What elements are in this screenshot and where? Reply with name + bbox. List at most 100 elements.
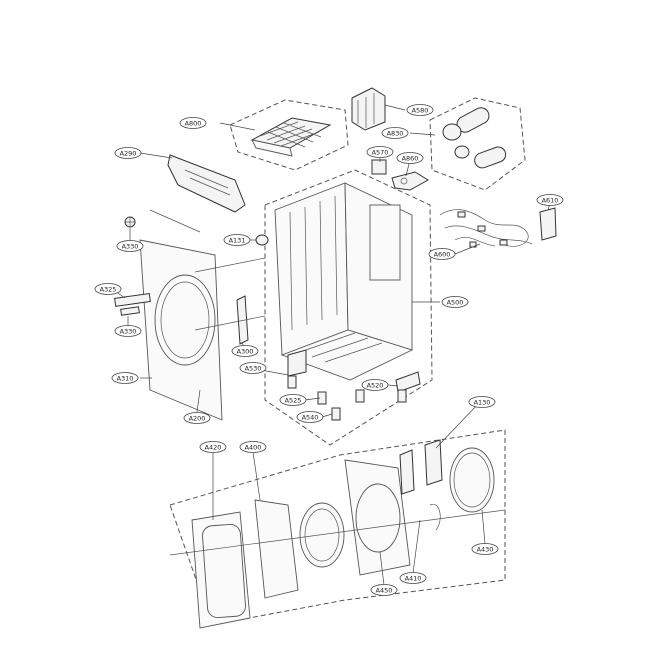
top-tray-box (229, 99, 349, 171)
callout-a860: A860 (396, 152, 424, 164)
callout-a500-label: A500 (447, 298, 464, 306)
callout-a290: A290 (114, 147, 142, 159)
callout-a131: A131 (223, 234, 251, 246)
cabinet-box (264, 169, 433, 446)
front-frame-opening (154, 274, 216, 366)
connector-a570-part (371, 159, 387, 175)
callout-a130: A130 (468, 396, 496, 408)
callout-a540: A540 (296, 411, 324, 423)
callout-a600-label: A600 (434, 250, 451, 258)
callout-a540-label: A540 (302, 413, 319, 421)
callout-a520-label: A520 (367, 381, 384, 389)
cabinet-ribs (289, 195, 338, 331)
callout-a131-label: A131 (229, 236, 246, 244)
cabinet-base-detail (299, 332, 383, 363)
leg-a5xx-part (355, 389, 365, 403)
callout-a800: A800 (179, 117, 207, 129)
callout-a530: A530 (239, 362, 267, 374)
callout-a325: A325 (94, 283, 122, 295)
callout-a200: A200 (183, 412, 211, 424)
hose-lower-part (474, 146, 507, 169)
door-ring-a430-inner (453, 452, 491, 508)
callout-a580-label: A580 (412, 106, 429, 114)
hose-clamp-part (454, 145, 470, 159)
callout-a450-label: A450 (376, 586, 393, 594)
cabinet-window (369, 204, 401, 281)
callout-a330-left-label: A330 (120, 327, 137, 335)
callout-a860-label: A860 (402, 154, 419, 162)
door-axis-line (169, 509, 506, 556)
wire-harness-part (439, 207, 557, 248)
rear-bracket-a290-part (149, 154, 246, 233)
front-frame-ring (160, 281, 210, 359)
callout-a800-label: A800 (185, 119, 202, 127)
callout-a420-label: A420 (205, 443, 222, 451)
sensor-a131-part (255, 234, 269, 246)
door-ring-a430 (449, 447, 495, 513)
callout-a410: A410 (399, 572, 427, 584)
top-tray-group (229, 99, 349, 171)
callout-a570: A570 (366, 146, 394, 158)
leg-a530-part (287, 375, 297, 389)
cabinet-group (264, 169, 433, 446)
callout-a525-label: A525 (285, 396, 302, 404)
lint-tray-grid (259, 121, 322, 148)
door-gasket-inner (304, 508, 340, 562)
callout-a330-top: A330 (116, 240, 144, 252)
callout-a420: A420 (199, 441, 227, 453)
hose-fitting-part (442, 123, 462, 141)
callout-a400-label: A400 (245, 443, 262, 451)
front-frame-group (139, 239, 266, 421)
hinge-a410-part (399, 449, 415, 495)
callout-a450: A450 (370, 584, 398, 596)
callout-a525: A525 (279, 394, 307, 406)
pump-a530-part (287, 349, 307, 377)
door-group-box (169, 429, 506, 626)
door-group (169, 429, 506, 629)
callout-a430: A430 (471, 543, 499, 555)
callout-a830: A830 (381, 127, 409, 139)
callout-a610: A610 (536, 194, 564, 206)
callout-a290-label: A290 (120, 149, 137, 157)
bracket-a520-part (395, 371, 421, 393)
handle-a410-part (429, 503, 441, 531)
leg-a540-part (331, 407, 341, 421)
door-glass-a400 (254, 499, 299, 599)
callout-a530-label: A530 (245, 364, 262, 372)
cabinet-left-panel (274, 182, 349, 356)
leg-a520-part (397, 389, 407, 403)
callout-a600: A600 (428, 248, 456, 260)
callout-a830-label: A830 (387, 129, 404, 137)
gear-a330-part (124, 216, 136, 228)
callout-a330-left: A330 (114, 325, 142, 337)
callout-a200-label: A200 (189, 414, 206, 422)
callout-a610-label: A610 (542, 196, 559, 204)
callout-a325-label: A325 (100, 285, 117, 293)
callout-a410-label: A410 (405, 574, 422, 582)
callout-a570-label: A570 (372, 148, 389, 156)
connector-a860-part (391, 171, 429, 191)
callout-a400: A400 (239, 441, 267, 453)
callout-a500: A500 (441, 296, 469, 308)
callout-a310: A310 (111, 372, 139, 384)
callout-a430-label: A430 (477, 545, 494, 553)
callout-a300-label: A300 (237, 347, 254, 355)
hinge-a130-part (424, 439, 443, 486)
lint-tray-base (251, 139, 293, 157)
bracket-a300-part (236, 295, 249, 345)
callout-a130-label: A130 (474, 398, 491, 406)
callout-a580: A580 (406, 104, 434, 116)
bottom-parts-group (287, 349, 421, 421)
callout-a300: A300 (231, 345, 259, 357)
door-outer-window (202, 524, 246, 618)
hose-group-box (429, 97, 526, 191)
callout-a310-label: A310 (117, 374, 134, 382)
hose-assembly-group (429, 97, 526, 191)
callout-a520: A520 (361, 379, 389, 391)
latch-a325-part (114, 292, 151, 316)
callout-a330-top-label: A330 (122, 242, 139, 250)
door-gasket-ring (299, 502, 345, 568)
bracket-a580-part (351, 87, 386, 131)
door-inner-opening (355, 483, 401, 553)
